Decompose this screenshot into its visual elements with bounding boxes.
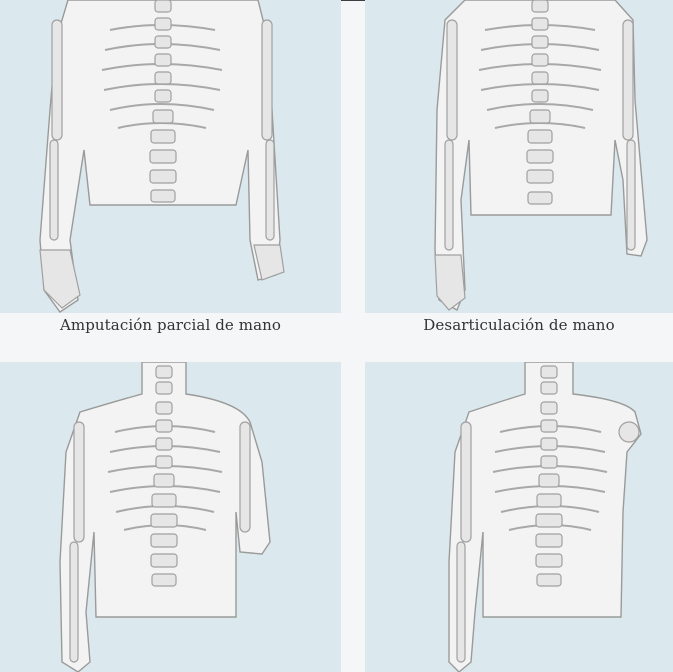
skeleton-image (0, 0, 341, 313)
card-caption: Desarticulación de mano (423, 316, 615, 334)
skeleton-illustration (434, 0, 648, 311)
skeleton-illustration (448, 362, 642, 672)
skeleton-illustration (39, 0, 285, 313)
skeleton-image (365, 0, 673, 313)
skeleton-illustration (59, 362, 271, 672)
card-caption: Amputación parcial de mano (59, 316, 282, 334)
skeleton-image (365, 362, 673, 672)
skeleton-image (0, 362, 341, 672)
